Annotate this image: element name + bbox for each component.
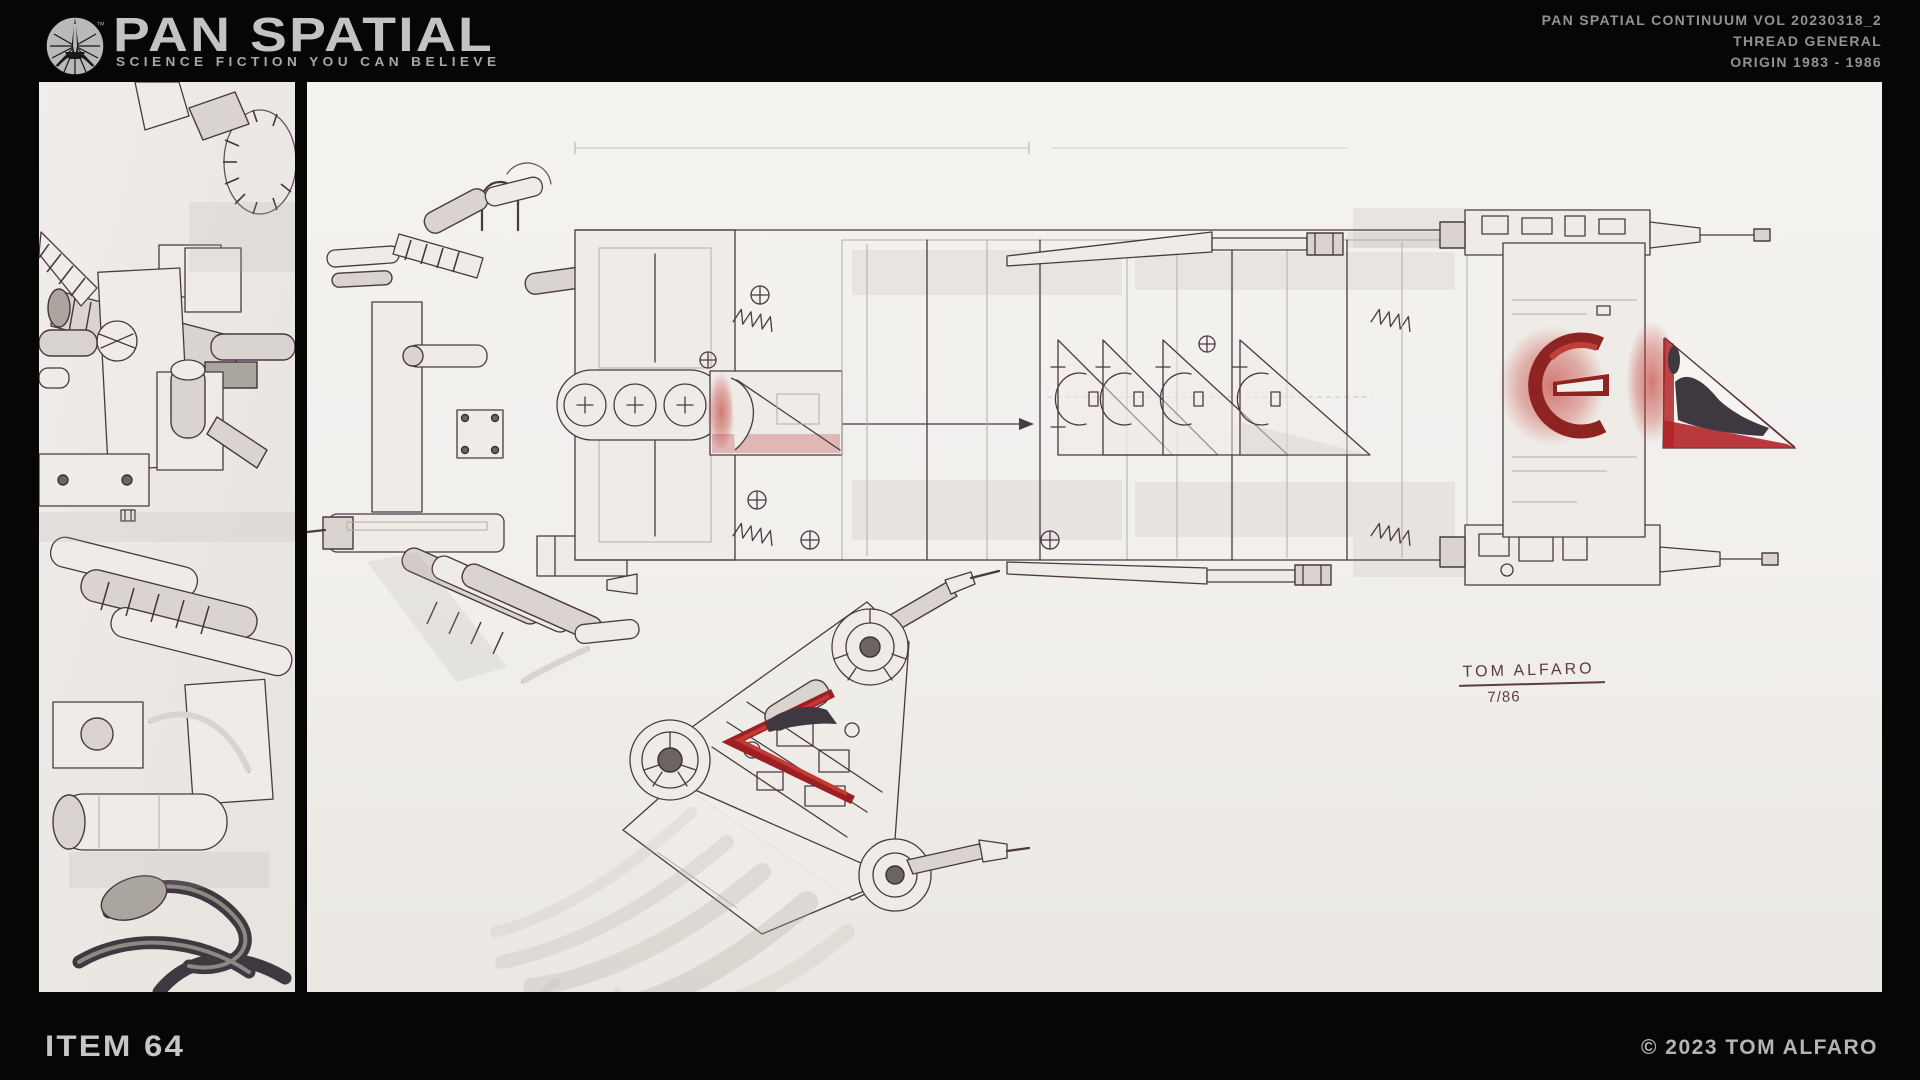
artwork-panel: TOM ALFARO 7/86 (307, 82, 1882, 992)
tail-section (1439, 209, 1797, 586)
signature-name: TOM ALFARO (1458, 660, 1605, 687)
item-label: ITEM 64 (45, 1030, 186, 1063)
volume-line: PAN SPATIAL CONTINUUM VOL 20230318_2 (1541, 12, 1882, 28)
pan-spatial-emblem-icon (44, 14, 108, 78)
coil-springs (732, 308, 1411, 547)
artist-signature: TOM ALFARO 7/86 (1458, 660, 1605, 707)
signature-date: 7/86 (1487, 688, 1521, 707)
spaceship-drawing (307, 82, 1882, 992)
brand-tagline: SCIENCE FICTION YOU CAN BELIEVE (116, 54, 501, 69)
gun-barrels (1006, 231, 1344, 586)
origin-line: ORIGIN 1983 - 1986 (1730, 54, 1882, 70)
fastener-symbols (699, 285, 1216, 550)
red-e-emblem (1498, 326, 1609, 446)
brand-title: PAN SPATIAL (113, 9, 495, 62)
machinery-detail-drawing (39, 82, 295, 992)
motion-streaks (489, 806, 855, 992)
front-hull-section (556, 229, 843, 561)
front-machinery-cluster (307, 162, 640, 685)
sail-fins (1050, 339, 1371, 456)
trademark-symbol: ™ (96, 20, 105, 30)
volume-meta-block: PAN SPATIAL CONTINUUM VOL 20230318_2 THR… (1542, 10, 1882, 73)
landing-module (622, 569, 1031, 935)
thread-line: THREAD GENERAL (1733, 33, 1882, 49)
red-triangle-fin (1626, 320, 1797, 449)
copyright-label: © 2023 TOM ALFARO (1640, 1036, 1878, 1059)
mid-hull-section (574, 229, 1468, 561)
detail-crop-panel (39, 82, 295, 992)
